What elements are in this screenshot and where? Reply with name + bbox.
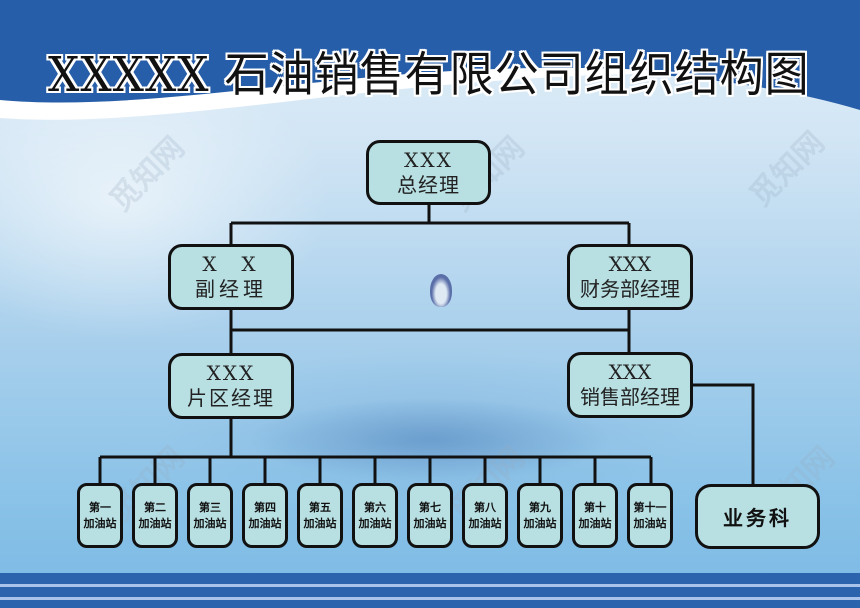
station-label: 加油站 bbox=[523, 516, 557, 530]
finance-manager-role: 财务部经理 bbox=[580, 277, 680, 301]
station-box-3[interactable]: 第三 加油站 bbox=[187, 483, 233, 548]
deputy-manager-role: 副经理 bbox=[195, 277, 267, 301]
station-box-6[interactable]: 第六 加油站 bbox=[352, 483, 398, 548]
water-drop-decoration bbox=[430, 274, 452, 307]
general-manager-box[interactable]: XXX 总经理 bbox=[366, 140, 491, 205]
station-ordinal: 第七 bbox=[419, 500, 441, 514]
sales-manager-box[interactable]: XXX 销售部经理 bbox=[567, 352, 693, 418]
station-label: 加油站 bbox=[413, 516, 447, 530]
station-box-5[interactable]: 第五 加油站 bbox=[297, 483, 343, 548]
station-ordinal: 第十 bbox=[584, 500, 606, 514]
station-box-8[interactable]: 第八 加油站 bbox=[462, 483, 508, 548]
general-manager-role: 总经理 bbox=[397, 172, 460, 197]
station-label: 加油站 bbox=[83, 516, 117, 530]
area-manager-box[interactable]: XXX 片区经理 bbox=[168, 353, 294, 419]
station-label: 加油站 bbox=[633, 516, 667, 530]
stripe-divider bbox=[0, 584, 860, 587]
station-ordinal: 第九 bbox=[529, 500, 551, 514]
stripe-divider bbox=[0, 597, 860, 600]
station-box-10[interactable]: 第十 加油站 bbox=[572, 483, 618, 548]
area-manager-name: XXX bbox=[206, 361, 256, 385]
station-box-7[interactable]: 第七 加油站 bbox=[407, 483, 453, 548]
finance-manager-name: XXX bbox=[608, 252, 652, 276]
station-ordinal: 第三 bbox=[199, 500, 221, 514]
deputy-manager-box[interactable]: X X 副经理 bbox=[168, 244, 294, 310]
station-box-9[interactable]: 第九 加油站 bbox=[517, 483, 563, 548]
station-label: 加油站 bbox=[303, 516, 337, 530]
business-dept-label: 业务科 bbox=[723, 506, 792, 530]
sales-manager-name: XXX bbox=[608, 360, 652, 384]
sales-manager-role: 销售部经理 bbox=[580, 385, 680, 409]
business-dept-box[interactable]: 业务科 bbox=[695, 484, 820, 549]
station-box-1[interactable]: 第一 加油站 bbox=[77, 483, 123, 548]
station-box-11[interactable]: 第十一 加油站 bbox=[627, 483, 673, 548]
station-ordinal: 第一 bbox=[89, 500, 111, 514]
station-box-2[interactable]: 第二 加油站 bbox=[132, 483, 178, 548]
page-title: XXXXX 石油销售有限公司组织结构图 bbox=[48, 47, 810, 103]
station-ordinal: 第五 bbox=[309, 500, 331, 514]
station-label: 加油站 bbox=[138, 516, 172, 530]
deputy-manager-name: X X bbox=[202, 252, 260, 276]
station-label: 加油站 bbox=[468, 516, 502, 530]
station-label: 加油站 bbox=[193, 516, 227, 530]
station-label: 加油站 bbox=[578, 516, 612, 530]
footer-stripes bbox=[0, 573, 860, 608]
station-ordinal: 第二 bbox=[144, 500, 166, 514]
header-wave bbox=[0, 0, 860, 120]
station-label: 加油站 bbox=[358, 516, 392, 530]
station-ordinal: 第六 bbox=[364, 500, 386, 514]
station-ordinal: 第十一 bbox=[633, 500, 667, 514]
general-manager-name: XXX bbox=[404, 147, 453, 172]
area-manager-role: 片区经理 bbox=[187, 386, 275, 410]
station-label: 加油站 bbox=[248, 516, 282, 530]
station-box-4[interactable]: 第四 加油站 bbox=[242, 483, 288, 548]
station-ordinal: 第八 bbox=[474, 500, 496, 514]
station-ordinal: 第四 bbox=[254, 500, 276, 514]
finance-manager-box[interactable]: XXX 财务部经理 bbox=[567, 244, 693, 310]
